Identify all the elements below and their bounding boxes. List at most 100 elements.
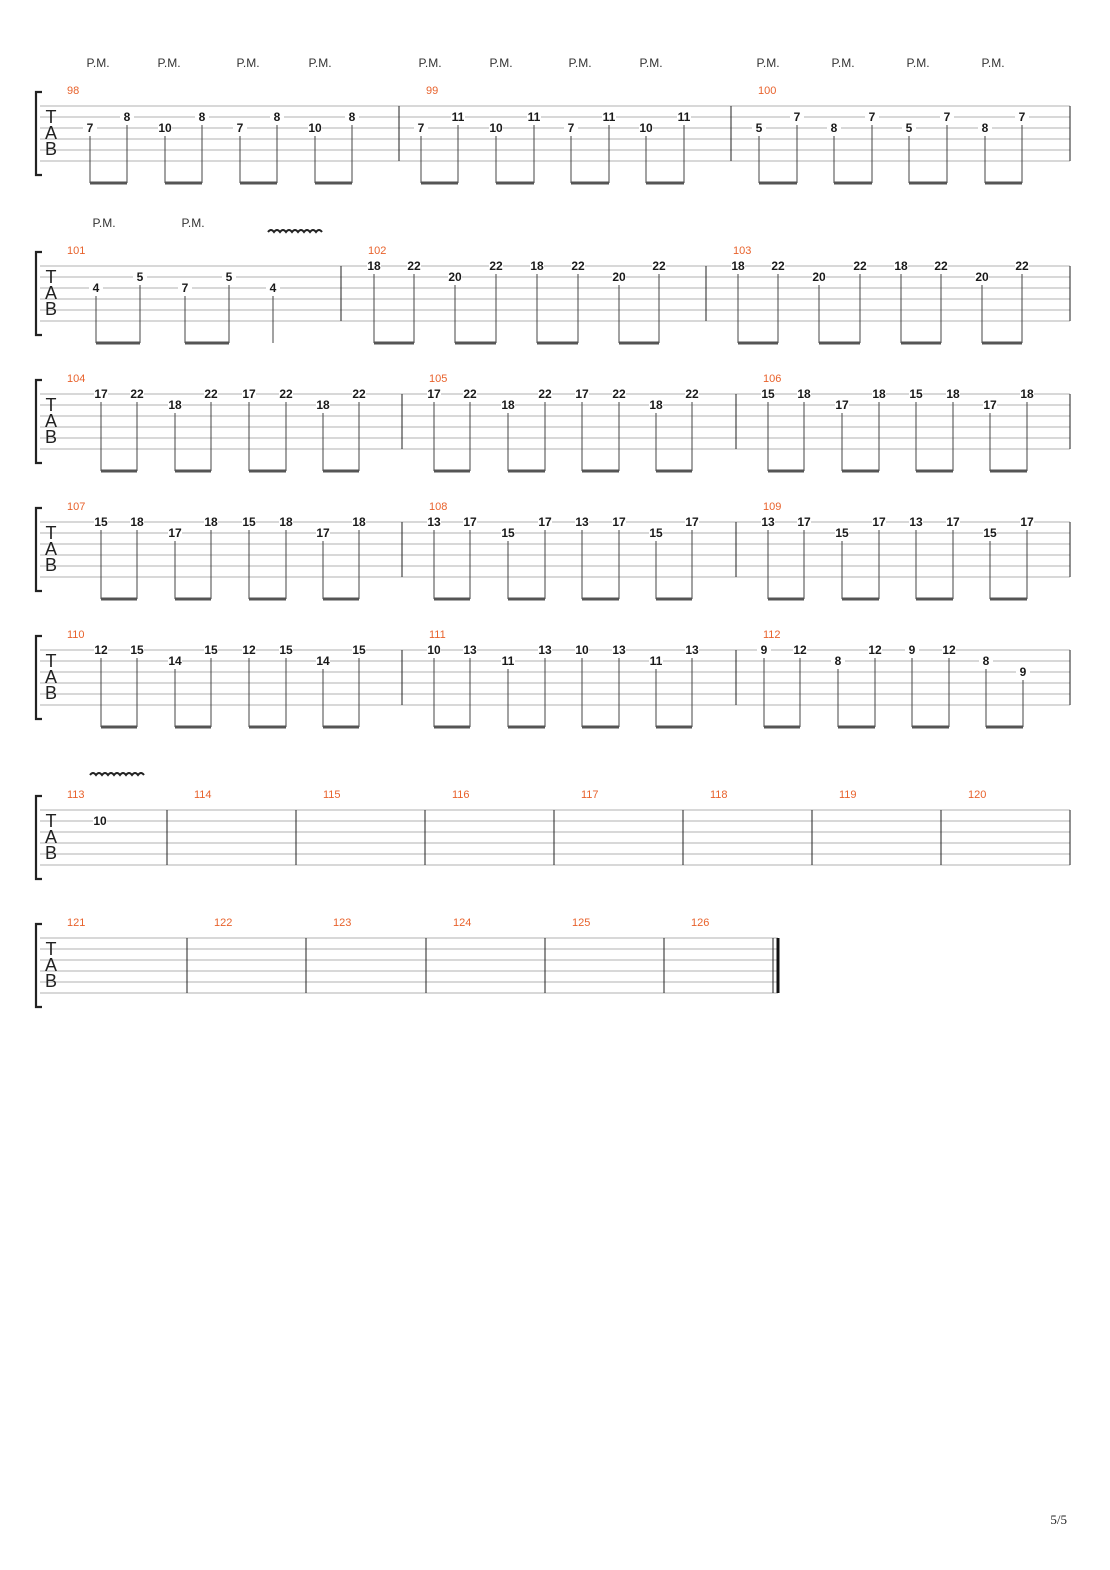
tab-clef-letter: T [46, 267, 57, 287]
fret-mask [83, 123, 97, 134]
fret-number: 22 [771, 259, 785, 273]
fret-number: 22 [1015, 259, 1029, 273]
fret-number: 4 [270, 281, 277, 295]
fret-mask [407, 261, 421, 272]
fret-number: 11 [452, 110, 465, 124]
tab-clef-letter: B [45, 555, 57, 575]
fret-mask [279, 517, 293, 528]
fret-number: 15 [204, 643, 218, 657]
measure-number: 103 [733, 245, 751, 257]
tab-clef-letter: A [45, 283, 57, 303]
palm-mute-label: P.M. [92, 216, 115, 230]
fret-mask [168, 400, 182, 411]
fret-number: 12 [94, 643, 108, 657]
fret-number: 18 [204, 515, 218, 529]
fret-number: 10 [308, 121, 322, 135]
tab-clef-letter: T [46, 395, 57, 415]
fret-mask [352, 517, 366, 528]
fret-number: 18 [316, 398, 330, 412]
fret-mask [427, 389, 441, 400]
fret-number: 20 [975, 270, 989, 284]
measure-number: 125 [572, 917, 590, 929]
fret-number: 7 [1019, 110, 1026, 124]
fret-mask [233, 123, 247, 134]
tab-clef-letter: B [45, 843, 57, 863]
fret-number: 11 [650, 654, 663, 668]
fret-mask [564, 123, 578, 134]
fret-mask [178, 283, 192, 294]
fret-number: 18 [130, 515, 144, 529]
fret-mask [530, 261, 544, 272]
fret-mask [352, 645, 366, 656]
fret-mask [427, 645, 441, 656]
fret-number: 22 [279, 387, 293, 401]
palm-mute-label: P.M. [906, 56, 929, 70]
palm-mute-label: P.M. [86, 56, 109, 70]
system-bracket [34, 794, 42, 881]
fret-number: 10 [489, 121, 503, 135]
fret-number: 22 [934, 259, 948, 273]
fret-mask [872, 517, 886, 528]
fret-mask [612, 517, 626, 528]
vibrato-wave [267, 229, 323, 234]
fret-number: 20 [448, 270, 462, 284]
fret-mask [752, 123, 766, 134]
fret-number: 18 [731, 259, 745, 273]
fret-mask [1020, 389, 1034, 400]
fret-mask [501, 656, 515, 667]
fret-number: 15 [501, 526, 515, 540]
fret-number: 15 [242, 515, 256, 529]
fret-number: 22 [489, 259, 503, 273]
fret-mask [685, 517, 699, 528]
measure-number: 99 [426, 85, 438, 97]
fret-number: 17 [168, 526, 182, 540]
fret-mask [94, 389, 108, 400]
fret-mask [130, 645, 144, 656]
tab-clef-letter: B [45, 427, 57, 447]
fret-number: 12 [242, 643, 256, 657]
fret-number: 7 [418, 121, 425, 135]
fret-mask [204, 517, 218, 528]
palm-mute-label: P.M. [157, 56, 180, 70]
system-bracket [34, 250, 42, 337]
fret-mask [1016, 667, 1030, 678]
fret-mask [538, 389, 552, 400]
fret-mask [575, 517, 589, 528]
fret-number: 4 [93, 281, 100, 295]
tab-clef-letter: T [46, 939, 57, 959]
fret-mask [942, 645, 956, 656]
fret-mask [89, 283, 103, 294]
fret-mask [652, 261, 666, 272]
fret-mask [571, 261, 585, 272]
fret-mask [934, 261, 948, 272]
fret-number: 22 [571, 259, 585, 273]
measure-number: 107 [67, 501, 85, 513]
system-bracket [34, 922, 42, 1009]
fret-mask [827, 123, 841, 134]
fret-mask [905, 645, 919, 656]
fret-number: 17 [872, 515, 886, 529]
page-number: 5/5 [1050, 1512, 1067, 1527]
fret-mask [979, 656, 993, 667]
fret-mask [448, 272, 462, 283]
fret-mask [757, 645, 771, 656]
measure-number: 114 [194, 789, 212, 801]
fret-number: 8 [199, 110, 206, 124]
fret-number: 18 [352, 515, 366, 529]
fret-number: 10 [158, 121, 172, 135]
fret-number: 8 [835, 654, 842, 668]
fret-mask [940, 112, 954, 123]
fret-mask [1015, 261, 1029, 272]
fret-number: 8 [982, 121, 989, 135]
fret-mask [909, 389, 923, 400]
fret-mask [1015, 112, 1029, 123]
fret-mask [975, 272, 989, 283]
fret-number: 5 [906, 121, 913, 135]
fret-number: 18 [894, 259, 908, 273]
fret-mask [463, 645, 477, 656]
fret-mask [831, 656, 845, 667]
measure-number: 111 [429, 629, 446, 641]
